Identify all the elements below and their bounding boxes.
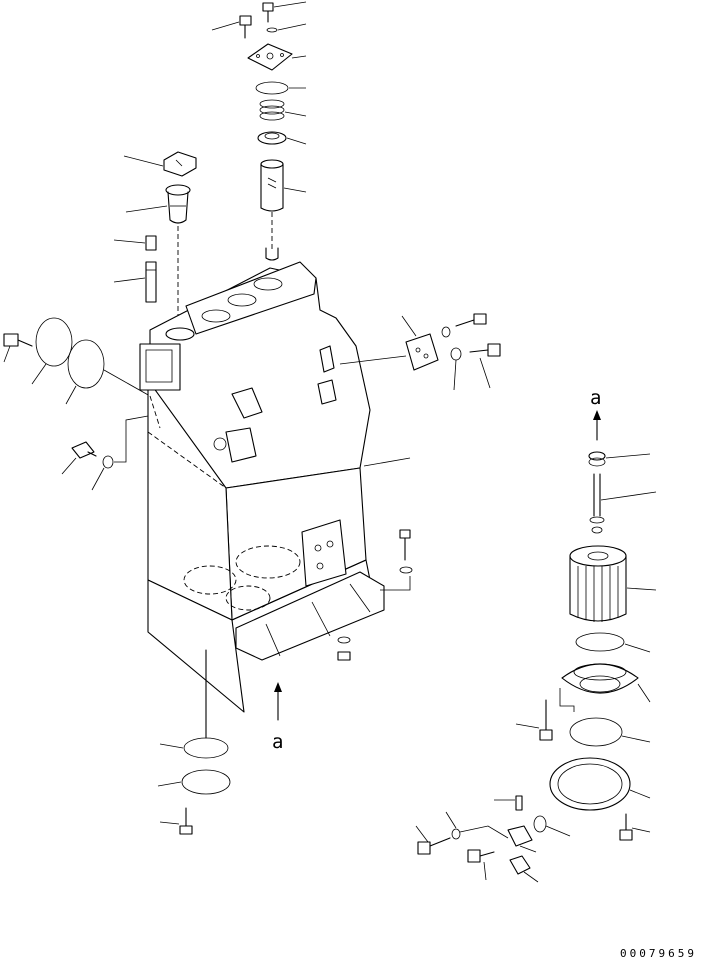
frame-washer-icon [399, 566, 413, 574]
view-label-upper: a [590, 387, 601, 409]
bottom-cover-icon [157, 769, 231, 795]
filler-strainer-icon [125, 184, 191, 224]
spring-icon [259, 99, 307, 121]
washer-lower-left-icon [445, 811, 461, 840]
return-filter-element-icon [569, 545, 657, 622]
bolt-lower-mid-icon [467, 849, 495, 881]
side-gasket-icon [65, 339, 105, 405]
plug-icon [113, 235, 157, 251]
washer-right-icon [441, 326, 451, 338]
drain-plug-icon [61, 441, 97, 475]
bolt-right-2-icon [469, 343, 501, 389]
small-washer-icon [266, 23, 307, 33]
cover-gasket-icon [569, 717, 651, 747]
bolt-lower-left-icon [415, 825, 451, 855]
side-cover-plate-icon [31, 317, 73, 385]
filter-case-cover-icon [561, 663, 651, 703]
strainer-element-icon [260, 159, 307, 212]
drain-washer-icon [91, 455, 114, 491]
drawing-code: 00079659 [620, 947, 697, 960]
spring-top-icon [588, 451, 651, 467]
top-bolt-icon [262, 1, 307, 23]
bolt-lower-right-icon [619, 813, 651, 841]
nut-right-icon [450, 347, 462, 391]
filler-cap-icon [123, 151, 197, 177]
hydraulic-tank-body [139, 261, 385, 713]
bolt-right-1-icon [455, 313, 487, 327]
view-label-lower: a [272, 731, 283, 753]
frame-bolt-icon [399, 529, 411, 561]
bottom-flange-icon [549, 757, 651, 811]
frame-nut-icon [337, 636, 351, 661]
cover-plate-icon [247, 43, 307, 71]
pin-icon [494, 795, 523, 811]
bottom-bolt-icon [159, 807, 193, 835]
arrow-up-lower-icon [274, 682, 282, 721]
o-ring-icon [255, 81, 306, 95]
elbow-fitting-icon [507, 825, 537, 853]
arrow-up-upper-icon [593, 410, 601, 441]
bottom-gasket-icon [159, 737, 229, 759]
connector-block-icon [339, 315, 439, 371]
side-bolt-icon [211, 15, 252, 39]
case-bolt-icon [515, 699, 553, 741]
filter-o-ring-icon [575, 632, 651, 653]
valve-seat-icon [257, 131, 307, 145]
side-bolt-left-icon [3, 333, 33, 363]
long-bolt-icon [113, 261, 157, 303]
rod-icon [589, 473, 657, 534]
small-o-ring-icon [533, 815, 571, 837]
plug-small-icon [509, 855, 539, 883]
